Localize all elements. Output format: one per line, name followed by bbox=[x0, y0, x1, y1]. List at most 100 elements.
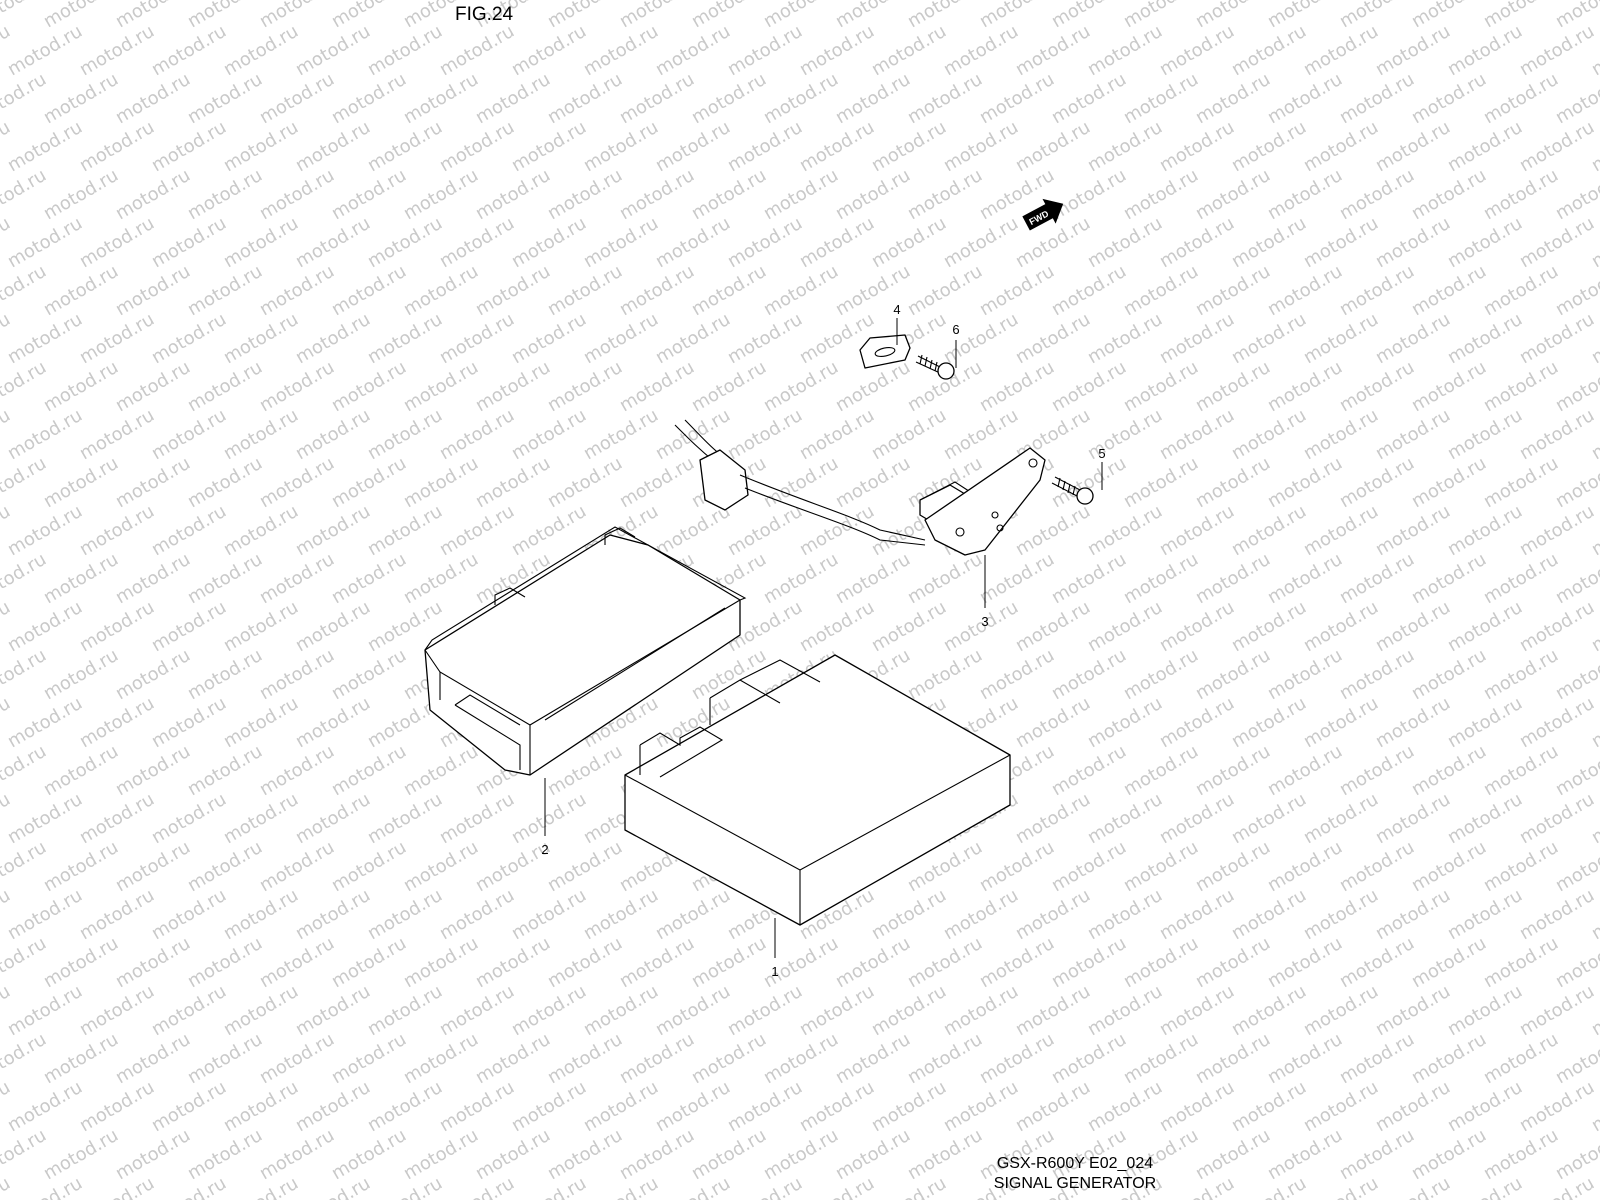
watermark-text: motod.ru bbox=[292, 597, 374, 656]
watermark-text: motod.ru bbox=[760, 1125, 842, 1184]
watermark-text: motod.ru bbox=[652, 501, 734, 560]
watermark-text: motod.ru bbox=[184, 165, 266, 224]
watermark-text: motod.ru bbox=[0, 645, 50, 704]
watermark-text: motod.ru bbox=[1228, 693, 1310, 752]
watermark-text: motod.ru bbox=[544, 357, 626, 416]
watermark-text: motod.ru bbox=[1444, 309, 1526, 368]
watermark-text: motod.ru bbox=[4, 789, 86, 848]
watermark-text: motod.ru bbox=[1156, 1077, 1238, 1136]
watermark-text: motod.ru bbox=[1228, 789, 1310, 848]
watermark-text: motod.ru bbox=[1156, 117, 1238, 176]
watermark-text: motod.ru bbox=[1372, 1077, 1454, 1136]
watermark-text: motod.ru bbox=[328, 69, 410, 128]
watermark-text: motod.ru bbox=[1192, 741, 1274, 800]
watermark-text: motod.ru bbox=[112, 453, 194, 512]
watermark-text: motod.ru bbox=[868, 213, 950, 272]
watermark-text: motod.ru bbox=[1444, 597, 1526, 656]
watermark-text: motod.ru bbox=[1480, 69, 1562, 128]
watermark-text: motod.ru bbox=[796, 1173, 878, 1200]
watermark-text: motod.ru bbox=[40, 1125, 122, 1184]
watermark-text: motod.ru bbox=[760, 165, 842, 224]
watermark-text: motod.ru bbox=[364, 309, 446, 368]
watermark-text: motod.ru bbox=[1480, 741, 1562, 800]
watermark-text: motod.ru bbox=[1048, 741, 1130, 800]
watermark-text: motod.ru bbox=[364, 1173, 446, 1200]
watermark-text: motod.ru bbox=[1264, 1029, 1346, 1088]
watermark-text: motod.ru bbox=[1480, 357, 1562, 416]
watermark-text: motod.ru bbox=[904, 549, 986, 608]
watermark-text: motod.ru bbox=[1336, 165, 1418, 224]
watermark-text: motod.ru bbox=[220, 21, 302, 80]
watermark-text: motod.ru bbox=[1408, 1125, 1490, 1184]
watermark-text: motod.ru bbox=[1264, 741, 1346, 800]
watermark-text: motod.ru bbox=[1228, 1077, 1310, 1136]
watermark-text: motod.ru bbox=[1372, 309, 1454, 368]
watermark-text: motod.ru bbox=[868, 405, 950, 464]
watermark-text: motod.ru bbox=[760, 453, 842, 512]
watermark-text: motod.ru bbox=[940, 117, 1022, 176]
watermark-text: motod.ru bbox=[1408, 0, 1490, 32]
watermark-text: motod.ru bbox=[364, 213, 446, 272]
watermark-text: motod.ru bbox=[220, 213, 302, 272]
watermark-text: motod.ru bbox=[544, 0, 626, 32]
watermark-text: motod.ru bbox=[1084, 21, 1166, 80]
watermark-text: motod.ru bbox=[148, 213, 230, 272]
watermark-text: motod.ru bbox=[76, 21, 158, 80]
watermark-text: motod.ru bbox=[328, 453, 410, 512]
watermark-text: motod.ru bbox=[76, 405, 158, 464]
watermark-text: motod.ru bbox=[1552, 357, 1600, 416]
watermark-text: motod.ru bbox=[796, 117, 878, 176]
watermark-text: motod.ru bbox=[544, 837, 626, 896]
watermark-text: motod.ru bbox=[688, 0, 770, 32]
watermark-text: motod.ru bbox=[1372, 693, 1454, 752]
watermark-text: motod.ru bbox=[328, 1125, 410, 1184]
watermark-text: motod.ru bbox=[1516, 597, 1598, 656]
watermark-text: motod.ru bbox=[112, 69, 194, 128]
watermark-text: motod.ru bbox=[940, 213, 1022, 272]
watermark-text: motod.ru bbox=[1552, 1125, 1600, 1184]
watermark-text: motod.ru bbox=[1192, 645, 1274, 704]
watermark-text: motod.ru bbox=[940, 21, 1022, 80]
watermark-text: motod.ru bbox=[1228, 981, 1310, 1040]
watermark-text: motod.ru bbox=[472, 453, 554, 512]
watermark-text: motod.ru bbox=[328, 0, 410, 32]
watermark-text: motod.ru bbox=[256, 837, 338, 896]
watermark-text: motod.ru bbox=[580, 885, 662, 944]
watermark-text: motod.ru bbox=[724, 1173, 806, 1200]
watermark-text: motod.ru bbox=[472, 69, 554, 128]
watermark-text: motod.ru bbox=[76, 1173, 158, 1200]
watermark-text: motod.ru bbox=[1372, 981, 1454, 1040]
watermark-text: motod.ru bbox=[112, 645, 194, 704]
watermark-text: motod.ru bbox=[436, 21, 518, 80]
watermark-text: motod.ru bbox=[400, 453, 482, 512]
watermark-text: motod.ru bbox=[112, 0, 194, 32]
watermark-text: motod.ru bbox=[976, 1029, 1058, 1088]
watermark-text: motod.ru bbox=[940, 405, 1022, 464]
watermark-text: motod.ru bbox=[1192, 453, 1274, 512]
watermark-text: motod.ru bbox=[4, 117, 86, 176]
watermark-text: motod.ru bbox=[616, 933, 698, 992]
watermark-text: motod.ru bbox=[1264, 165, 1346, 224]
watermark-text: motod.ru bbox=[1012, 117, 1094, 176]
watermark-text: motod.ru bbox=[400, 357, 482, 416]
watermark-text: motod.ru bbox=[724, 21, 806, 80]
watermark-text: motod.ru bbox=[544, 453, 626, 512]
watermark-text: motod.ru bbox=[832, 69, 914, 128]
watermark-text: motod.ru bbox=[76, 885, 158, 944]
watermark-text: motod.ru bbox=[1084, 981, 1166, 1040]
watermark-text: motod.ru bbox=[472, 165, 554, 224]
watermark-text: motod.ru bbox=[148, 501, 230, 560]
watermark-text: motod.ru bbox=[652, 309, 734, 368]
watermark-text: motod.ru bbox=[112, 1125, 194, 1184]
watermark-text: motod.ru bbox=[760, 0, 842, 32]
watermark-text: motod.ru bbox=[292, 117, 374, 176]
watermark-text: motod.ru bbox=[616, 261, 698, 320]
watermark-text: motod.ru bbox=[508, 789, 590, 848]
watermark-text: motod.ru bbox=[976, 261, 1058, 320]
watermark-text: motod.ru bbox=[1156, 597, 1238, 656]
watermark-text: motod.ru bbox=[904, 165, 986, 224]
watermark-text: motod.ru bbox=[580, 1173, 662, 1200]
watermark-text: motod.ru bbox=[1264, 261, 1346, 320]
watermark-text: motod.ru bbox=[220, 501, 302, 560]
watermark-text: motod.ru bbox=[1480, 453, 1562, 512]
